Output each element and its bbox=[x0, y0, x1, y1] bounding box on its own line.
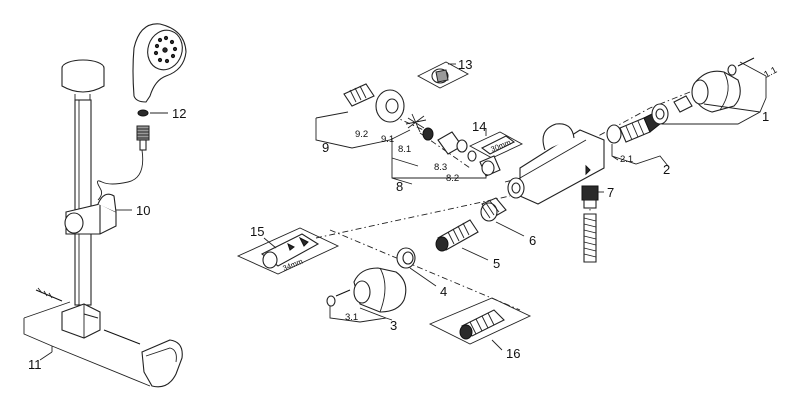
shower-hose bbox=[97, 149, 144, 201]
part-1-1-screw bbox=[727, 57, 755, 76]
callout-12: 12 bbox=[172, 106, 186, 121]
callout-6: 6 bbox=[529, 233, 536, 248]
leader-lines bbox=[39, 61, 767, 361]
tool-14-size-label: 30mm bbox=[489, 138, 512, 154]
callout-8-3: 8.3 bbox=[434, 162, 447, 173]
callout-13: 13 bbox=[458, 57, 472, 72]
shower-rail-set bbox=[23, 23, 187, 388]
rail-slider bbox=[64, 193, 117, 235]
callout-5: 5 bbox=[493, 256, 500, 271]
rail-end-cap bbox=[141, 339, 183, 388]
callout-9: 9 bbox=[322, 140, 329, 155]
callout-3-1: 3.1 bbox=[345, 312, 358, 323]
callout-8-1: 8.1 bbox=[398, 144, 411, 155]
bracket-screw-top bbox=[35, 287, 63, 302]
part-3-1-screw bbox=[326, 289, 351, 307]
rail-top-bracket bbox=[61, 59, 105, 102]
part-14-tool-box: 30mm bbox=[469, 131, 523, 159]
callout-1: 1 bbox=[762, 109, 769, 124]
callout-1-1: 1.1 bbox=[762, 65, 779, 81]
callout-2: 2 bbox=[663, 162, 670, 177]
bracket-screw-bottom bbox=[103, 329, 141, 345]
callout-15: 15 bbox=[250, 224, 264, 239]
callout-9-2: 9.2 bbox=[355, 129, 368, 140]
callout-9-1: 9.1 bbox=[381, 134, 394, 145]
part-1-handle bbox=[651, 70, 741, 125]
callout-2-1: 2.1 bbox=[620, 154, 633, 165]
callout-labels: 1 1.1 2 2.1 3 3.1 4 5 6 7 8 8.1 8.2 8.3 … bbox=[28, 57, 779, 372]
rail-bottom-bracket bbox=[61, 303, 101, 339]
part-15-tool-box: 34mm bbox=[236, 227, 340, 275]
spray-nozzles bbox=[153, 35, 178, 64]
callout-7: 7 bbox=[607, 185, 614, 200]
callout-11: 11 bbox=[28, 357, 42, 372]
part-7-connector bbox=[581, 185, 599, 263]
hose-nut bbox=[136, 125, 150, 151]
hand-shower bbox=[132, 23, 187, 103]
callout-4: 4 bbox=[440, 284, 447, 299]
part-8-group bbox=[422, 127, 501, 177]
callout-14: 14 bbox=[472, 119, 486, 134]
callout-10: 10 bbox=[136, 203, 150, 218]
part-9-eccentric bbox=[343, 83, 405, 123]
callout-8: 8 bbox=[396, 179, 403, 194]
part-5-thermoelement bbox=[435, 219, 479, 252]
thermostat-body bbox=[507, 123, 605, 205]
rail-bar bbox=[74, 99, 92, 306]
part-6-cartridge bbox=[480, 197, 507, 222]
callout-8-2: 8.2 bbox=[446, 173, 459, 184]
callout-16: 16 bbox=[506, 346, 520, 361]
part-16-box bbox=[428, 297, 532, 345]
part-9-1-washer bbox=[405, 113, 427, 133]
part-3-handle bbox=[353, 267, 407, 313]
part-13-box bbox=[417, 61, 469, 89]
part-12-washer bbox=[137, 109, 149, 117]
callout-3: 3 bbox=[390, 318, 397, 333]
